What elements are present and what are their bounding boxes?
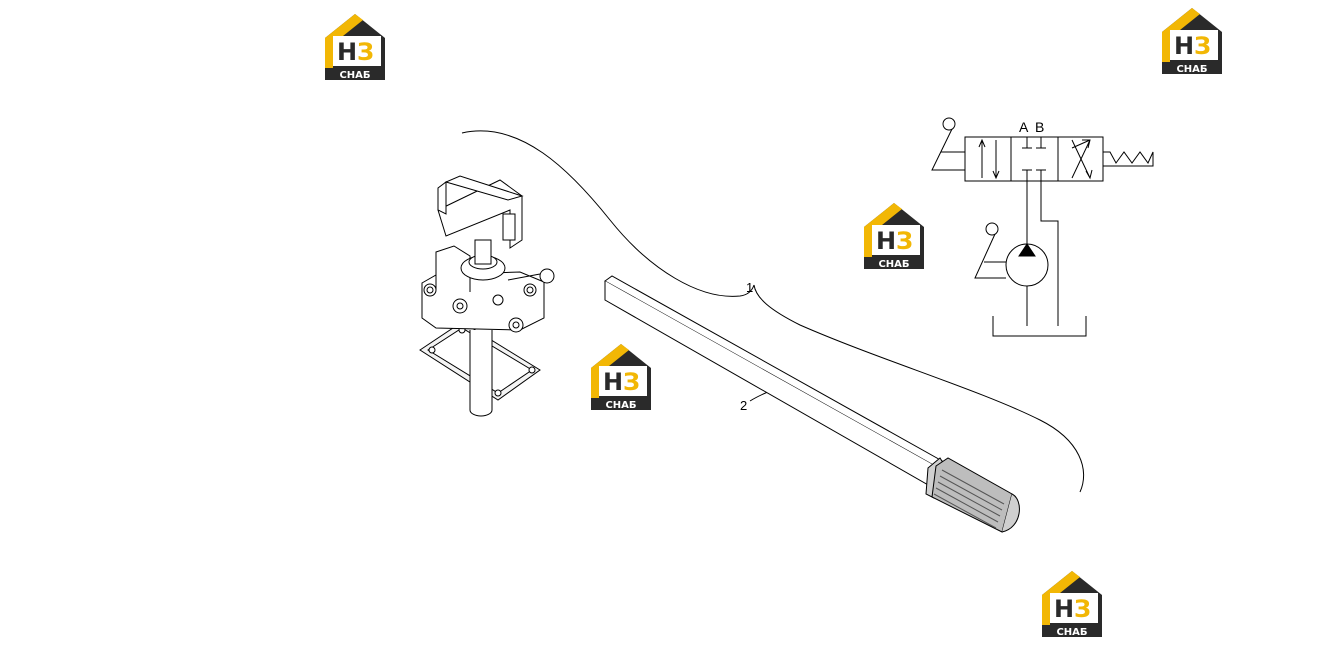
watermark-logo xyxy=(325,14,385,81)
watermark-logo xyxy=(1162,8,1222,75)
hand-pump-assembly xyxy=(419,175,555,417)
watermark-logo xyxy=(1042,571,1102,638)
callout-1: 1 xyxy=(746,280,753,295)
callout-2: 2 xyxy=(740,398,747,413)
leader-line-1 xyxy=(461,130,1085,493)
port-label-b: B xyxy=(1035,119,1044,135)
pump-handle-bar xyxy=(604,275,1020,533)
watermark-logo xyxy=(864,203,924,270)
hydraulic-schematic xyxy=(931,117,1154,337)
port-label-a: A xyxy=(1019,119,1029,135)
watermark-logo xyxy=(591,344,651,411)
